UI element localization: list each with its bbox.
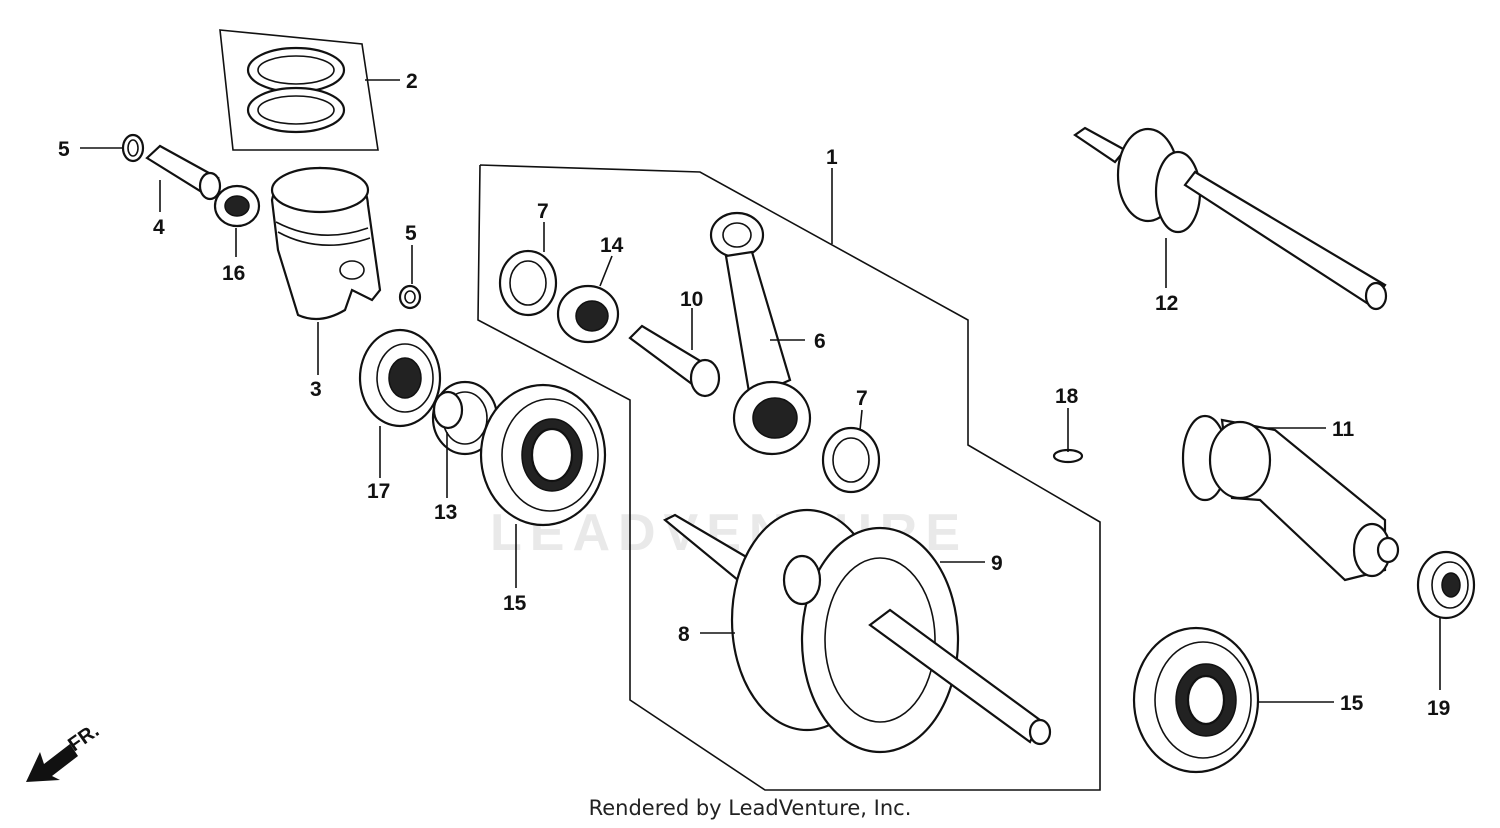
piston-rings [219, 29, 379, 151]
callout-12: 12 [1155, 292, 1178, 315]
callout-19: 19 [1427, 697, 1450, 720]
callout-15-left: 15 [503, 592, 527, 615]
callout-13: 13 [434, 501, 457, 524]
callout-6: 6 [814, 330, 826, 353]
callout-16: 16 [222, 262, 245, 285]
callout-7-lower: 7 [856, 387, 868, 410]
piston-pin-clip-left [121, 133, 145, 163]
callout-1: 1 [826, 146, 838, 169]
oil-seal [358, 328, 442, 428]
gear-shaft [1181, 414, 1400, 582]
callout-3: 3 [310, 378, 322, 401]
callout-8: 8 [678, 623, 690, 646]
callout-18: 18 [1055, 385, 1079, 408]
callout-17: 17 [367, 480, 390, 503]
callout-5-left: 5 [58, 138, 70, 161]
big-end-needle-bearing [556, 284, 620, 344]
piston-pin-clip-right [398, 284, 422, 310]
small-end-needle-bearing [213, 184, 261, 228]
connecting-rod [709, 211, 812, 456]
leader-lines [80, 79, 1441, 703]
callouts: 2 5 4 16 5 3 17 13 15 7 14 10 6 7 1 18 1… [58, 70, 1450, 720]
callout-10: 10 [680, 288, 703, 311]
assembly-outline [477, 164, 1101, 791]
kick-starter-spindle [1073, 126, 1388, 311]
crank-pin [628, 324, 721, 398]
callout-7-upper: 7 [537, 200, 549, 223]
crankshaft [662, 508, 1052, 754]
main-bearing-right [1132, 626, 1260, 774]
footer-credit: Rendered by LeadVenture, Inc. [588, 796, 912, 820]
thrust-washer-upper [498, 249, 558, 317]
piston-pin [145, 144, 222, 201]
thrust-washer-lower [821, 426, 881, 494]
bearing-small [1416, 550, 1476, 620]
callout-5-right: 5 [405, 222, 417, 245]
callout-14: 14 [600, 234, 624, 257]
main-bearing-left [479, 383, 607, 527]
front-direction-arrow: FR. [26, 720, 103, 782]
piston [270, 166, 382, 321]
callout-9: 9 [991, 552, 1003, 575]
callout-2: 2 [406, 70, 418, 93]
callout-11: 11 [1332, 418, 1355, 441]
callout-15-right: 15 [1340, 692, 1364, 715]
callout-4: 4 [153, 216, 165, 239]
